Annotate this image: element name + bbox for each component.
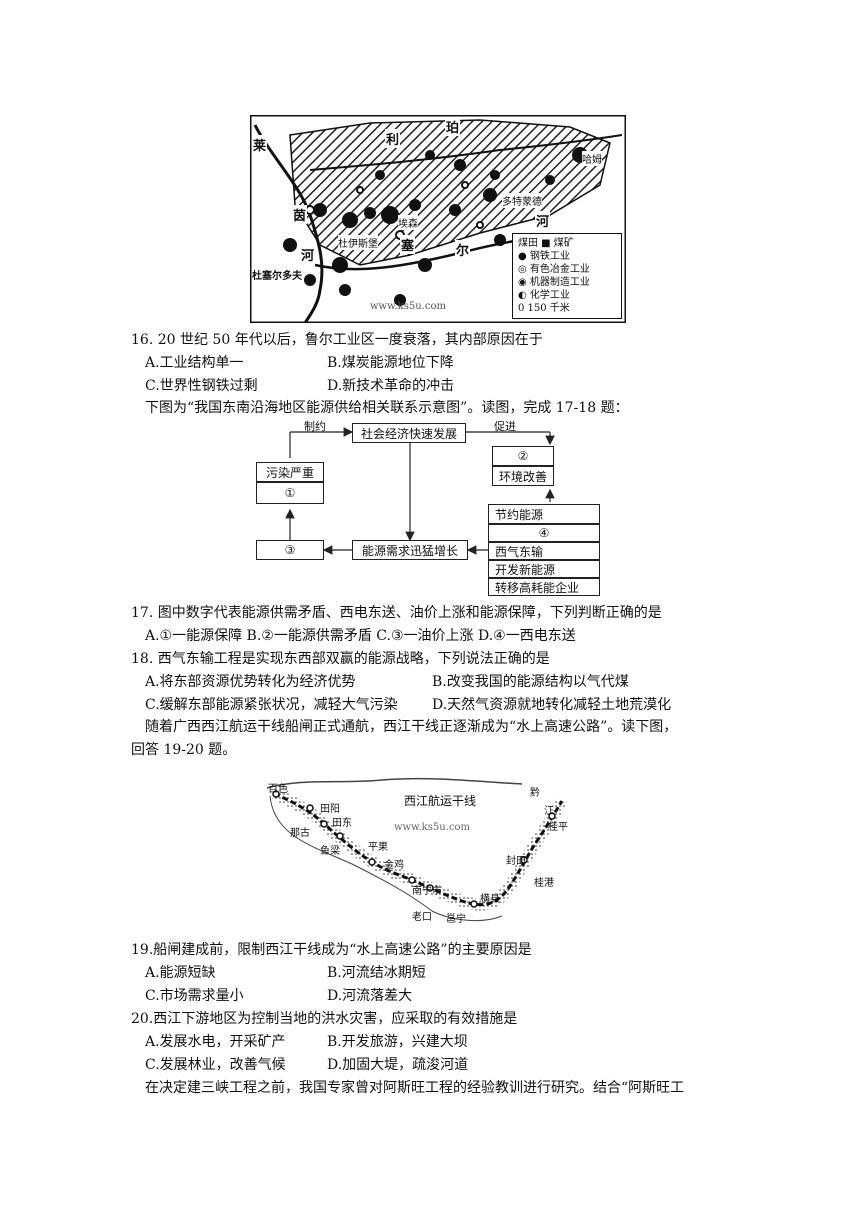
label-yuliang: 鱼梁	[320, 846, 340, 857]
q20-option-d: D.加固大堤，疏浚河道	[327, 1057, 469, 1073]
q18-option-c: C.缓解东部能源紧张状况，减轻大气污染	[145, 697, 398, 713]
box-c3: ③	[256, 540, 324, 560]
legend-nonferrous: ◎ 有色冶金工业	[518, 264, 590, 275]
q16-stem: 16. 20 世纪 50 年代以后，鲁尔工业区一度衰落，其内部原因在于	[131, 332, 543, 348]
region-boundary	[266, 777, 523, 789]
q16-option-c: C.世界性钢铁过剩	[145, 378, 258, 394]
last-line: 在决定建三峡工程之前，我国专家曾对阿斯旺工程的经验教训进行研究。结合“阿斯旺工	[145, 1080, 685, 1096]
intro-19-20-line1: 随着广西西江航运干线船闸正式通航，西江干线正逐渐成为“水上高速公路”。读下图，	[145, 719, 678, 735]
label-er: 尔	[455, 240, 471, 259]
q16-option-d: D.新技术革命的冲击	[327, 378, 455, 394]
label-he-right: 河	[535, 211, 551, 230]
industry-markers	[283, 147, 588, 306]
box-pollution: 污染严重	[256, 462, 324, 482]
q19-option-a: A.能源短缺	[145, 965, 216, 981]
q20-stem: 20.西江下游地区为控制当地的洪水灾害，应采取的有效措施是	[131, 1011, 518, 1027]
q20-option-c: C.发展林业，改善气候	[145, 1057, 286, 1073]
legend-scale: 0 150 千米	[518, 303, 570, 314]
region-boundary-lower	[269, 795, 503, 921]
label-essen: 埃森	[398, 215, 418, 230]
box-demand: 能源需求迅猛增长	[352, 540, 468, 560]
label-jinji: 金鸡	[384, 860, 404, 871]
legend-machinery: ◉ 机器制造工业	[518, 277, 590, 288]
label-promote: 促进	[494, 420, 516, 433]
label-jiang: 江	[544, 806, 554, 817]
label-guiping: 桂平	[548, 822, 568, 833]
label-guigang: 桂港	[534, 878, 554, 889]
label-fengting: 封田	[506, 856, 526, 867]
xijiang-map-graphic	[266, 777, 568, 921]
label-yongning: 邕宁	[446, 914, 466, 925]
q20-option-b: B.开发旅游，兴建大坝	[327, 1034, 468, 1050]
label-constrain: 制约	[304, 420, 326, 433]
q16-option-a: A.工业结构单一	[145, 355, 244, 371]
q17-options: A.①一能源保障 B.②一能源供需矛盾 C.③一油价上涨 D.④一西电东送	[145, 628, 576, 644]
xijiang-title: 西江航运干线	[404, 794, 477, 808]
q17-stem: 17. 图中数字代表能源供需矛盾、西电东送、油价上涨和能源保障，下列判断正确的是	[131, 605, 662, 621]
legend-steel: ● 钢铁工业	[518, 251, 570, 262]
q18-stem: 18. 西气东输工程是实现东西部双赢的能源战略，下列说法正确的是	[131, 651, 550, 667]
energy-diagram: 制约 促进 社会经济快速发展 污染严重 ① ② 环境改善 节约能源 ④ 西气东输…	[252, 418, 604, 598]
label-sai: 塞	[400, 235, 416, 254]
box-env: 环境改善	[492, 466, 554, 486]
box-c1: ①	[256, 482, 324, 504]
label-lai: 莱	[252, 135, 268, 154]
label-hengxian: 横县	[480, 894, 500, 905]
q16-option-b: B.煤炭能源地位下降	[327, 355, 454, 371]
q19-option-d: D.河流落差大	[327, 988, 413, 1004]
label-hamm: 哈姆	[582, 151, 602, 166]
ruhr-legend: 煤田 ■ 煤矿 ● 钢铁工业 ◎ 有色冶金工业 ◉ 机器制造工业 ◐ 化学工业 …	[512, 233, 622, 319]
xijiang-river-line	[273, 792, 564, 907]
lippe-river	[309, 134, 623, 171]
q18-option-a: A.将东部资源优势转化为经济优势	[145, 674, 356, 690]
q19-option-c: C.市场需求量小	[145, 988, 244, 1004]
label-baise: 百色	[268, 784, 288, 795]
label-laokou: 老口	[412, 912, 432, 923]
ruhr-map: 莱 茵 河 利 珀 塞 尔 河 哈姆 多特蒙德 埃森 杜伊斯堡 杜塞尔多夫 ww…	[250, 115, 626, 323]
label-tianyang: 田阳	[320, 804, 340, 815]
label-he-left: 河	[300, 245, 316, 264]
label-qian: 黔	[530, 788, 540, 799]
rhine-river	[253, 124, 324, 323]
label-li: 利	[385, 129, 401, 148]
intro-17-18: 下图为“我国东南沿海地区能源供给相关联系示意图”。读图，完成 17-18 题：	[145, 400, 629, 416]
legend-chemical: ◐ 化学工业	[518, 290, 570, 301]
box-save: 节约能源	[488, 504, 600, 524]
box-transfer: 转移高耗能企业	[488, 578, 600, 596]
q18-option-b: B.改变我国的能源结构以气代煤	[432, 674, 629, 690]
ruhr-map-graphic	[250, 115, 626, 323]
city-markers	[272, 790, 556, 908]
label-duisburg: 杜伊斯堡	[338, 235, 378, 250]
q19-stem: 19.船闸建成前，限制西江干线成为“水上高速公路”的主要原因是	[131, 942, 532, 958]
label-yin: 茵	[292, 205, 308, 224]
label-tiandong: 田东	[332, 818, 352, 829]
box-c4: ④	[488, 524, 600, 542]
box-economy: 社会经济快速发展	[352, 423, 466, 443]
legend-coal: 煤田 ■ 煤矿	[518, 238, 574, 249]
xijiang-watermark: www.ks5u.com	[394, 822, 470, 833]
q19-option-b: B.河流结冰期短	[327, 965, 426, 981]
label-dortmund: 多特蒙德	[502, 193, 542, 208]
box-newenergy: 开发新能源	[488, 560, 600, 578]
q20-option-a: A.发展水电，开采矿产	[145, 1034, 286, 1050]
energy-diagram-arrows	[285, 427, 555, 555]
label-nanning: 南宁市	[412, 886, 442, 897]
box-gas: 西气东输	[488, 542, 600, 560]
box-c2: ②	[492, 446, 554, 466]
ruhr-watermark: www.ks5u.com	[370, 301, 446, 312]
label-dusseldorf: 杜塞尔多夫	[252, 267, 302, 282]
intro-19-20-line2: 回答 19-20 题。	[131, 742, 237, 758]
label-po: 珀	[445, 117, 461, 136]
q18-option-d: D.天然气资源就地转化减轻土地荒漠化	[432, 697, 672, 713]
label-pingguo: 平果	[368, 842, 388, 853]
xijiang-map: 西江航运干线 www.ks5u.com 百色 田阳 田东 那古 鱼梁 平果 金鸡…	[262, 776, 582, 926]
label-napo: 那古	[290, 828, 310, 839]
